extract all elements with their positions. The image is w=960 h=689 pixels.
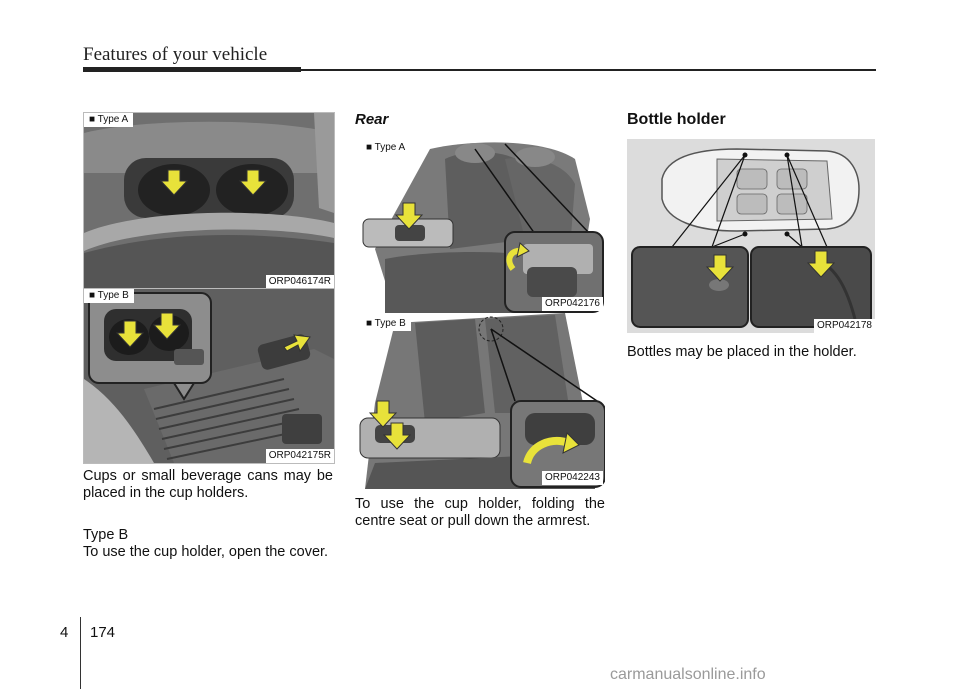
figure-cupholder-type-a: ■ Type A ORP046174R: [83, 112, 335, 290]
watermark: carmanualsonline.info: [610, 666, 766, 683]
header-rule-thin: [301, 69, 876, 71]
rear-type-a-illustration: [362, 142, 604, 313]
figure-rear-type-a: ■ Type A ORP042176: [355, 139, 605, 313]
bottle-holder-text: Bottles may be placed in the holder.: [627, 344, 857, 360]
figure-tag: ■ Type A: [84, 113, 134, 127]
type-b-label: Type B: [83, 527, 129, 543]
chapter-number: 4: [60, 624, 69, 641]
footer-divider: [80, 617, 81, 689]
type-b-instruction: To use the cup holder, open the cover.: [83, 544, 329, 560]
cupholder-type-b-illustration: [84, 289, 334, 463]
rear-cupholder-text: To use the cup holder, folding the centr…: [355, 496, 605, 529]
rear-type-b-illustration: [359, 313, 605, 489]
figure-code: ORP042178: [813, 319, 875, 333]
figure-code: ORP046174R: [265, 275, 334, 289]
figure-cupholder-type-b: ■ Type B ORP042175R: [83, 288, 335, 464]
figure-code: ORP042175R: [265, 449, 334, 463]
cupholder-type-a-illustration: [84, 113, 334, 289]
figure-tag: ■ Type B: [84, 289, 134, 303]
figure-code: ORP042176: [541, 297, 603, 311]
page-number: 174: [90, 624, 116, 641]
section-heading-bottle-holder: Bottle holder: [627, 111, 726, 128]
header-rule: [83, 67, 301, 72]
page-header-title: Features of your vehicle: [83, 44, 268, 65]
bottle-holder-illustration: [627, 139, 875, 333]
figure-tag: ■ Type A: [361, 141, 411, 155]
figure-code: ORP042243: [541, 471, 603, 485]
cupholder-text: Cups or small beverage cans may be place…: [83, 468, 333, 501]
section-heading-rear: Rear: [355, 111, 389, 128]
figure-tag: ■ Type B: [361, 317, 411, 331]
figure-bottle-holder: ORP042178: [627, 139, 875, 333]
figure-rear-type-b: ■ Type B ORP042243: [355, 313, 605, 489]
